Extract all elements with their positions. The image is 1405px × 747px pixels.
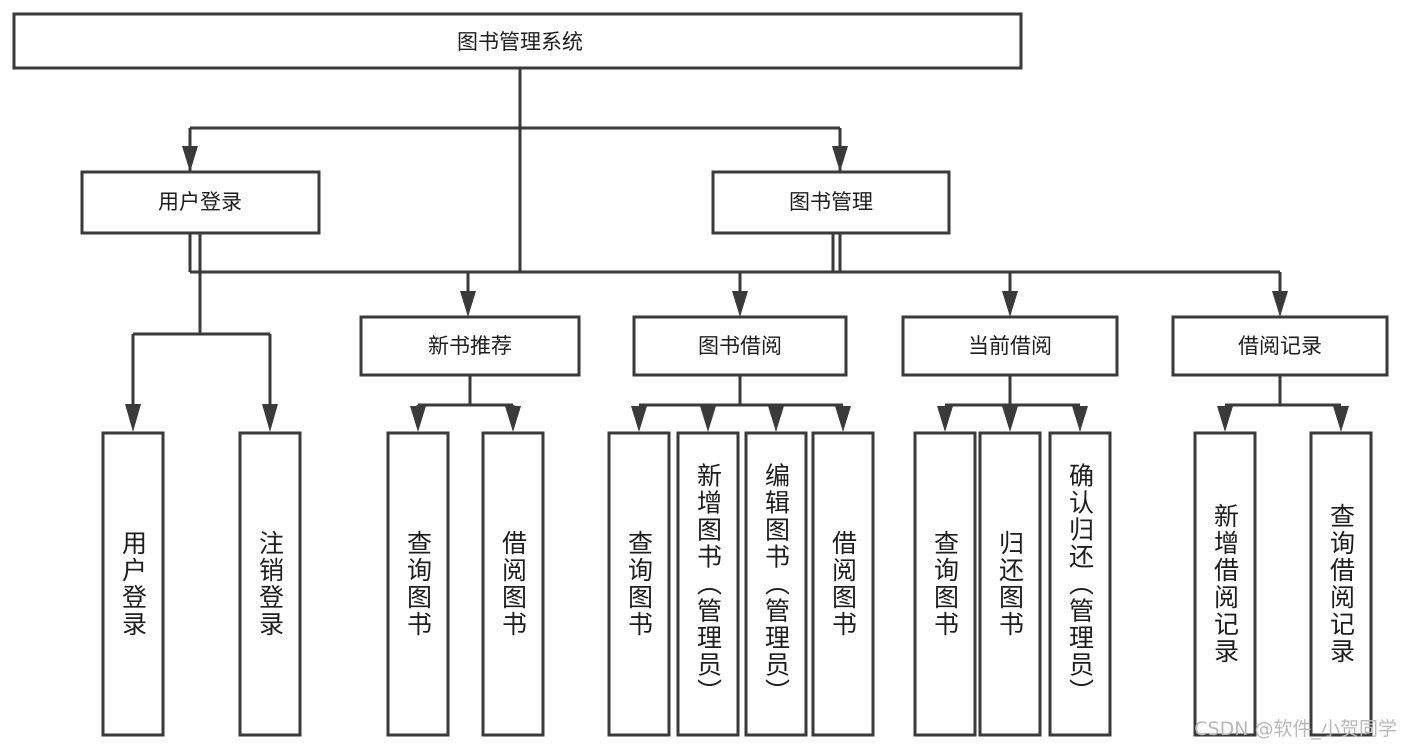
leaf-user-login-logout[interactable]: 注销登录 — [238, 431, 302, 737]
leaf-label: 归还图书 — [996, 530, 1025, 638]
leaf-label: 借阅图书 — [499, 530, 528, 638]
leaf-book-borrow-query[interactable]: 查询图书 — [607, 431, 671, 737]
leaf-book-borrow-borrow[interactable]: 借阅图书 — [811, 431, 875, 737]
node-user-login[interactable]: 用户登录 — [80, 170, 321, 235]
node-root-system[interactable]: 图书管理系统 — [12, 12, 1023, 70]
node-current-borrow[interactable]: 当前借阅 — [901, 315, 1119, 377]
leaf-book-borrow-edit[interactable]: 编辑图书（管理员） — [744, 431, 808, 737]
leaf-current-borrow-confirm[interactable]: 确认归还（管理员） — [1048, 431, 1112, 737]
connector-records-to-leaves — [1217, 375, 1349, 432]
node-borrow-records-label: 借阅记录 — [1238, 334, 1322, 358]
leaf-current-borrow-query[interactable]: 查询图书 — [913, 431, 977, 737]
leaf-label: 查询图书 — [931, 530, 960, 638]
connector-root-bus — [182, 68, 848, 172]
node-book-borrow[interactable]: 图书借阅 — [632, 315, 848, 377]
leaf-label: 查询图书 — [625, 530, 654, 638]
leaf-label: 用户登录 — [119, 530, 148, 638]
leaf-records-add[interactable]: 新增借阅记录 — [1193, 431, 1257, 737]
node-new-book-recommend[interactable]: 新书推荐 — [359, 315, 581, 377]
node-book-management[interactable]: 图书管理 — [711, 170, 951, 235]
leaf-label: 编辑图书（管理员） — [762, 463, 791, 706]
connector-userlogin-to-leaves — [125, 233, 278, 432]
leaf-new-book-borrow[interactable]: 借阅图书 — [481, 431, 545, 737]
leaf-label: 查询图书 — [404, 530, 433, 638]
leaf-label: 借阅图书 — [829, 530, 858, 638]
leaf-book-borrow-add[interactable]: 新增图书（管理员） — [676, 431, 740, 737]
node-user-login-label: 用户登录 — [158, 190, 242, 214]
leaf-label: 确认归还（管理员） — [1066, 463, 1095, 706]
leaf-user-login-login[interactable]: 用户登录 — [101, 431, 165, 737]
node-root-label: 图书管理系统 — [457, 30, 583, 54]
leaf-current-borrow-return[interactable]: 归还图书 — [978, 431, 1042, 737]
connector-root-to-level2 — [188, 68, 842, 274]
node-current-borrow-label: 当前借阅 — [968, 334, 1052, 358]
connector-bookborrow-to-leaves — [631, 375, 851, 432]
connector-level2-to-level3 — [460, 233, 1288, 317]
leaf-records-query[interactable]: 查询借阅记录 — [1309, 431, 1373, 737]
leaf-label: 新增图书（管理员） — [694, 463, 723, 706]
leaf-new-book-query[interactable]: 查询图书 — [386, 431, 450, 737]
leaf-label: 新增借阅记录 — [1211, 503, 1240, 665]
node-borrow-records[interactable]: 借阅记录 — [1171, 315, 1389, 377]
leaf-label: 注销登录 — [256, 530, 285, 638]
leaf-label: 查询借阅记录 — [1327, 503, 1356, 665]
connector-currentborrow-to-leaves — [937, 375, 1088, 432]
node-book-management-label: 图书管理 — [789, 190, 873, 214]
connector-newbook-to-leaves — [410, 375, 521, 432]
node-new-book-recommend-label: 新书推荐 — [428, 334, 512, 358]
node-book-borrow-label: 图书借阅 — [698, 334, 782, 358]
